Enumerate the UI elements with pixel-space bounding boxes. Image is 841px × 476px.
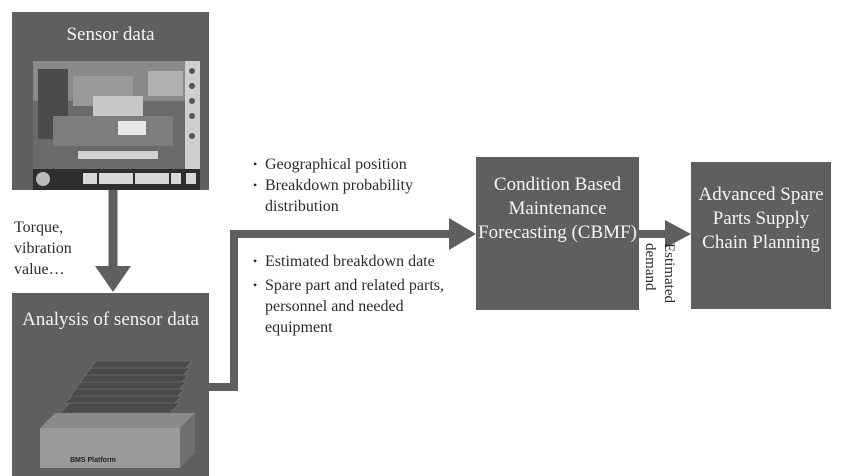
sensor-data-box: Sensor data (12, 12, 209, 190)
arrowhead-analysis-to-cbmf (449, 218, 476, 250)
bullet-spare-part: Spare part and related parts, personnel … (253, 275, 453, 338)
cbmf-title: Condition Based Maintenance Forecasting … (478, 174, 637, 243)
cbmf-box: Condition Based Maintenance Forecasting … (476, 157, 639, 310)
advanced-spare-parts-title: Advanced Spare Parts Supply Chain Planni… (698, 184, 824, 253)
torque-vibration-label: Torque, vibration value… (14, 219, 72, 278)
platform-label: BMS Platform (70, 457, 116, 464)
advanced-spare-parts-box: Advanced Spare Parts Supply Chain Planni… (691, 162, 831, 309)
arrowhead-cbmf-to-aspscp (665, 220, 691, 248)
bullet-geographical-position: Geographical position (253, 154, 458, 175)
sensor-data-title: Sensor data (66, 24, 155, 45)
analysis-title: Analysis of sensor data (22, 309, 199, 330)
platform-layers-graphic: BMS Platform (40, 360, 195, 468)
arrowhead-sensor-to-analysis (95, 266, 131, 292)
lower-bullet-list: Estimated breakdown date Spare part and … (253, 251, 453, 338)
upper-bullet-list: Geographical position Breakdown probabil… (253, 154, 458, 217)
bullet-estimated-breakdown-date: Estimated breakdown date (253, 251, 453, 272)
arrow-analysis-to-cbmf (209, 230, 453, 391)
sensor-screenshot-image (33, 61, 200, 190)
analysis-of-sensor-data-box: Analysis of sensor data BMS Platform (12, 293, 209, 476)
bullet-breakdown-probability: Breakdown probability distribution (253, 175, 458, 217)
estimated-demand-label: Estimated demand (642, 243, 677, 303)
